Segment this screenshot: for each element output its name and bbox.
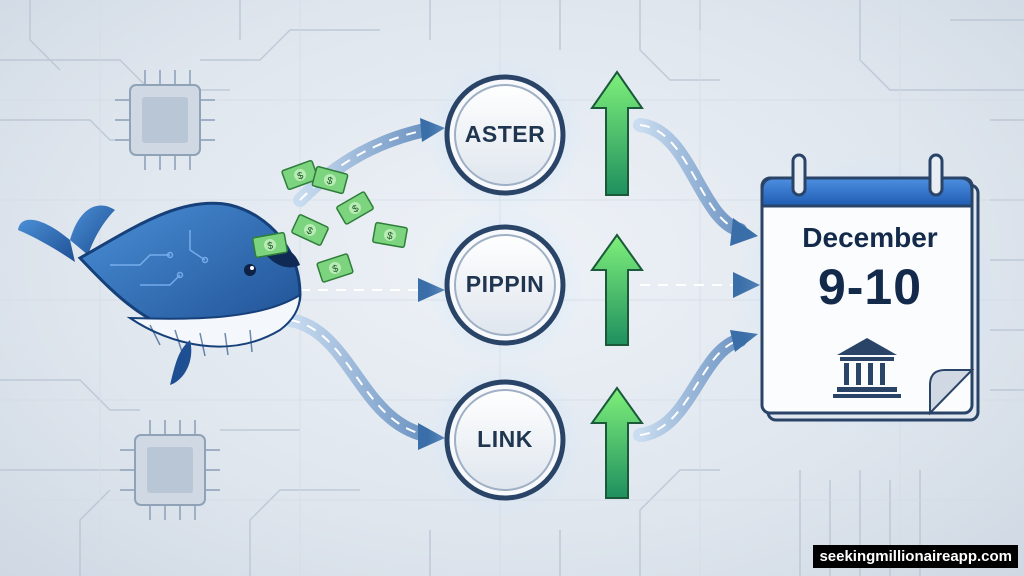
bank-icon xyxy=(833,338,901,398)
cash-icon: $ $ $ $ $ $ $ xyxy=(252,159,408,283)
coin-pippin xyxy=(427,207,583,363)
arrow-up-icon-3 xyxy=(590,386,644,499)
coin-label-pippin: PIPPIN xyxy=(465,271,545,297)
chip-icon-bottom xyxy=(120,420,220,520)
svg-text:$: $ xyxy=(305,225,315,238)
flow-paths-right xyxy=(633,118,747,442)
calendar-days: 9-10 xyxy=(817,259,923,315)
svg-text:$: $ xyxy=(267,241,275,253)
coin-label-aster: ASTER xyxy=(464,121,546,147)
flow-paths-left xyxy=(283,123,432,442)
chip-icon-top xyxy=(115,70,215,170)
calendar-icon xyxy=(738,150,998,440)
arrow-up-icon-2 xyxy=(590,233,644,346)
watermark: seekingmillionaireapp.com xyxy=(813,545,1018,568)
calendar-month: December xyxy=(802,222,938,253)
whale-icon xyxy=(18,201,302,385)
coin-link xyxy=(427,362,583,518)
svg-text:$: $ xyxy=(331,263,340,275)
coin-aster xyxy=(427,57,583,213)
svg-text:$: $ xyxy=(296,170,305,182)
coin-label-link: LINK xyxy=(477,426,533,452)
svg-text:$: $ xyxy=(351,203,362,216)
svg-text:$: $ xyxy=(326,175,335,187)
arrow-up-icon-1 xyxy=(590,70,644,196)
svg-text:$: $ xyxy=(386,231,394,243)
